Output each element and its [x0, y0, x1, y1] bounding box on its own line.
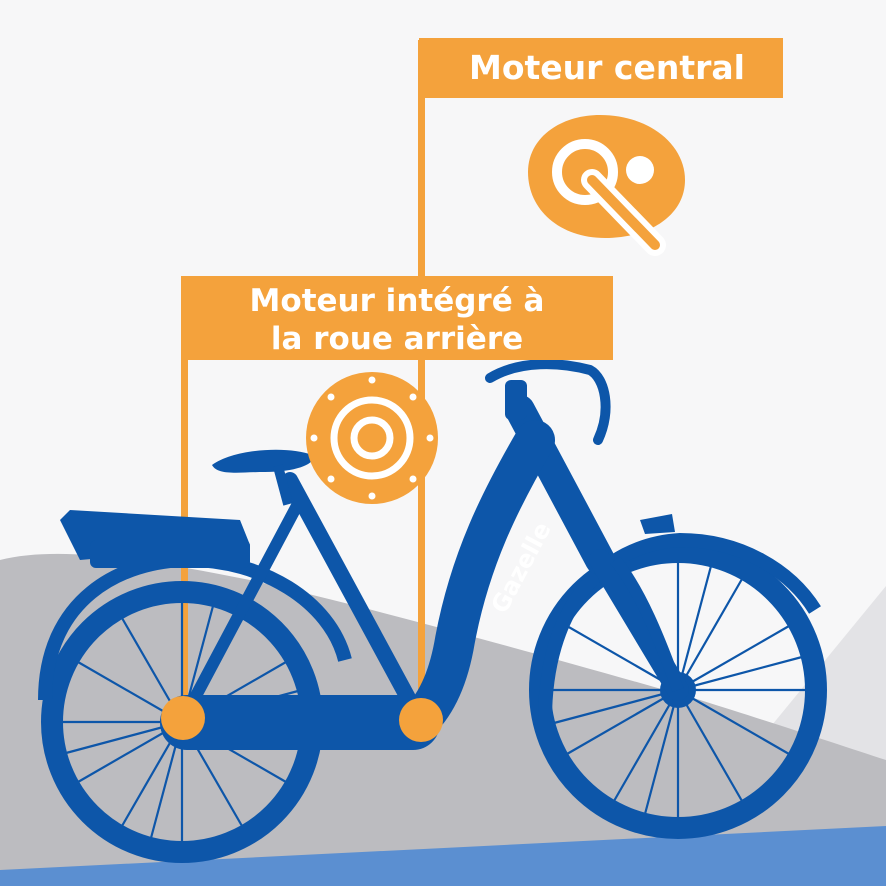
leader-line-central: [418, 40, 425, 720]
chain-guard: [160, 695, 440, 750]
front-light: [640, 514, 675, 534]
hub-motor-icon: [306, 372, 438, 504]
saddle: [212, 449, 314, 473]
handlebar: [485, 359, 611, 445]
seat-post: [272, 464, 294, 506]
front-fender: [538, 532, 821, 721]
handlebar-stem: [505, 380, 527, 420]
bicycle: Gazelle: [38, 359, 827, 863]
rear-motor-label: Moteur intégré à la roue arrière: [181, 276, 613, 360]
fork: [610, 556, 684, 693]
central-motor-label: Moteur central: [419, 38, 783, 98]
rear-motor-label-line1: Moteur intégré à: [249, 283, 545, 319]
central-motor-marker: [399, 698, 443, 742]
rear-motor-label-line2: la roue arrière: [270, 321, 524, 357]
central-motor-icon: [528, 115, 685, 256]
road: [0, 826, 886, 886]
rear-hub-motor-marker: [161, 696, 205, 740]
battery: [90, 540, 250, 568]
